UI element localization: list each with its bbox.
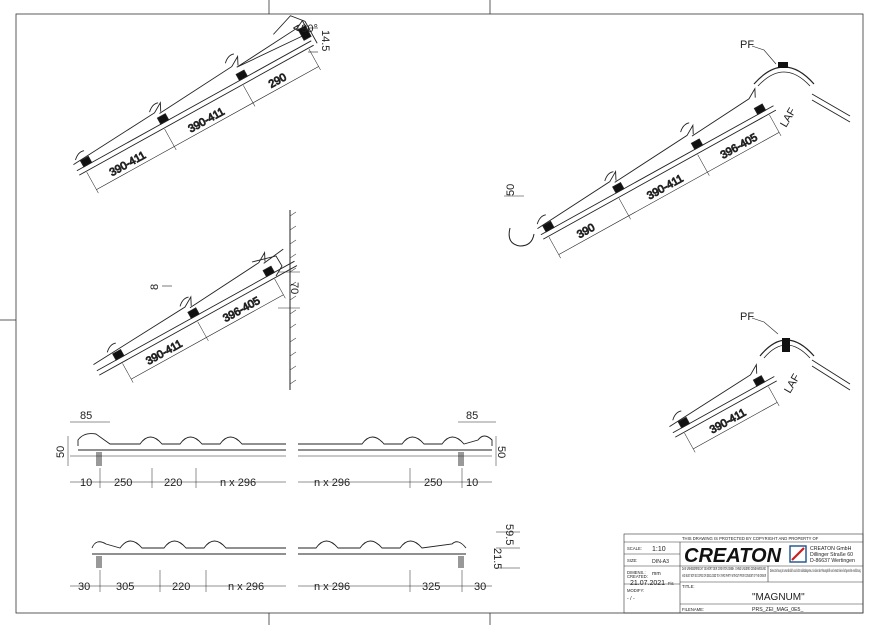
created-by: Fis	[668, 581, 674, 586]
wall-gap-label: 8	[149, 284, 161, 290]
verge-bottom-labels: 30 305 220 n x 296 n x 296 325 30 59.5 2…	[78, 524, 515, 593]
verge-b-right-w2: 325	[422, 581, 440, 593]
company-line-1: CREATON GmbH	[810, 546, 852, 552]
note-en: AND MUST NOT BE COPIED OR DISCLOSED TO A…	[682, 573, 766, 578]
scale-label: SCALE:	[627, 546, 642, 551]
ridge-laf-label: LAF	[778, 106, 799, 130]
logo-slash-icon	[791, 547, 805, 561]
size-value: DIN-A3	[652, 559, 669, 565]
ridge-pf-label: PF	[740, 39, 754, 51]
title-copyright: THIS DRAWING IS PROTECTED BY COPYRIGHT A…	[682, 536, 819, 541]
verge-left-w1: 250	[114, 477, 132, 489]
verge-left-w3: n x 296	[220, 477, 256, 489]
verge-b-left-w2: 220	[172, 581, 190, 593]
created-label: CREATED:	[627, 574, 648, 579]
title-block: THIS DRAWING IS PROTECTED BY COPYRIGHT A…	[623, 533, 864, 614]
ridge-small-pf-label: PF	[740, 311, 754, 323]
verge-b-height-b: 21.5	[491, 548, 503, 569]
verge-b-left-w3: n x 296	[228, 581, 264, 593]
verge-right-w1: n x 296	[314, 477, 350, 489]
eave-height-label: 14.5	[319, 30, 331, 51]
verge-b-left-w1: 305	[116, 581, 134, 593]
verge-left-top: 85	[80, 410, 92, 422]
company-line-2: Dillinger Straße 60	[810, 552, 853, 558]
size-label: SIZE:	[627, 558, 637, 563]
ridge-section-drawing: 390 390-411 396-405 PF LAF 50	[504, 39, 851, 259]
scale-value: 1:10	[652, 546, 666, 553]
verge-right-top: 85	[466, 410, 478, 422]
verge-left-edge: 10	[80, 477, 92, 489]
disclaimer: Diese Zeichnung ist unverbindlich und ni…	[770, 568, 861, 573]
ridge-small-laf-label: LAF	[782, 372, 803, 396]
verge-right-height: 50	[495, 446, 507, 458]
eave-batten-3: 290	[267, 71, 289, 90]
modify-label: MODIFY:	[627, 588, 644, 593]
verge-left-w2: 220	[164, 477, 182, 489]
verge-right-w2: 250	[424, 477, 442, 489]
verge-top-labels: 85 50 10 250 220 n x 296 n x 296 250 10 …	[55, 410, 507, 489]
note-de: DAS URHEBERRECHT GEHÖRT DER CREATON GMBH…	[682, 566, 766, 571]
verge-b-height-a: 59.5	[503, 524, 515, 545]
dims-label: DIMENS.:	[627, 570, 646, 575]
eave-angle-label: ∢90°	[292, 23, 318, 35]
modify-value: - / -	[627, 596, 635, 602]
verge-section-top	[67, 421, 497, 488]
filename-value: PRS_ZEI_MAG_0E5_	[752, 607, 803, 613]
verge-b-right-edge: 30	[474, 581, 486, 593]
title-value: "MAGNUM"	[752, 592, 805, 603]
verge-left-height: 50	[55, 446, 67, 458]
wall-abutment-drawing: 390-411 396-405 8 70	[93, 210, 300, 390]
ridge-overhang-label: 50	[505, 184, 517, 196]
ridge-batten-1: 390	[575, 222, 597, 241]
verge-right-edge: 10	[466, 477, 478, 489]
creaton-logo: CREATON	[684, 545, 782, 567]
title-label: TITLE:	[682, 584, 695, 589]
wall-height-label: 70	[288, 282, 300, 294]
filename-label: FILENAME:	[682, 607, 704, 612]
verge-b-left-edge: 30	[78, 581, 90, 593]
ridge-small-drawing: 390-411 PF LAF	[669, 311, 851, 453]
eave-section-drawing: 390-411 390-411 290 ∢90° 14.5	[73, 15, 331, 194]
verge-section-bottom	[70, 531, 520, 592]
created-value: 21.07.2021	[630, 580, 665, 587]
dims-value: mm	[652, 571, 661, 577]
company-line-3: D-86637 Wertingen	[810, 558, 855, 564]
verge-b-right-w1: n x 296	[314, 581, 350, 593]
